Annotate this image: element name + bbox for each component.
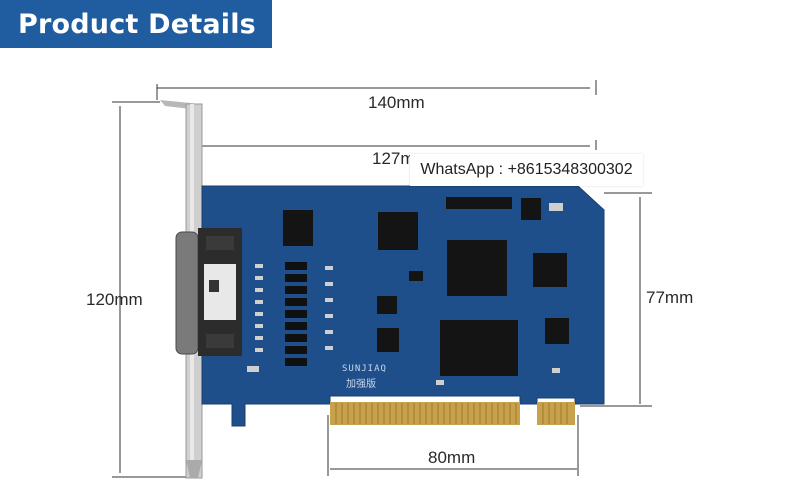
chip-large-qfp: [440, 320, 518, 376]
page-title-banner: Product Details: [0, 0, 272, 48]
silkscreen-brand: SUNJIAQ: [342, 364, 387, 374]
dim-height-total: 120mm: [86, 290, 143, 309]
chip-u1: [283, 210, 313, 246]
db-connector: [175, 228, 242, 356]
dimension-lines: [112, 80, 652, 478]
whatsapp-label: WhatsApp :: [420, 161, 508, 178]
whatsapp-contact-overlay: WhatsApp : +8615348300302: [410, 154, 643, 186]
warranty-label: [204, 264, 236, 320]
header-pins: [446, 197, 512, 209]
chip-u5: [545, 318, 569, 344]
chips: [283, 197, 569, 376]
gold-finger-right: [537, 402, 575, 425]
chip-u4: [533, 253, 567, 287]
chip-small-a: [377, 296, 397, 314]
optocoupler-array: [285, 262, 307, 366]
chip-u7: [378, 212, 418, 250]
dim-connector-width: 80mm: [428, 448, 476, 467]
whatsapp-phone: +8615348300302: [507, 161, 633, 178]
page-title: Product Details: [18, 8, 256, 40]
silkscreen-cn: 加强版: [346, 379, 376, 390]
crystal: [521, 198, 541, 220]
smd-components: [247, 203, 563, 385]
small-part-1: [409, 271, 423, 281]
dim-height-board: 77mm: [646, 288, 694, 307]
dim-width-total: 140mm: [368, 93, 425, 112]
chip-small-b: [377, 328, 399, 352]
chip-main-qfp: [447, 240, 507, 296]
